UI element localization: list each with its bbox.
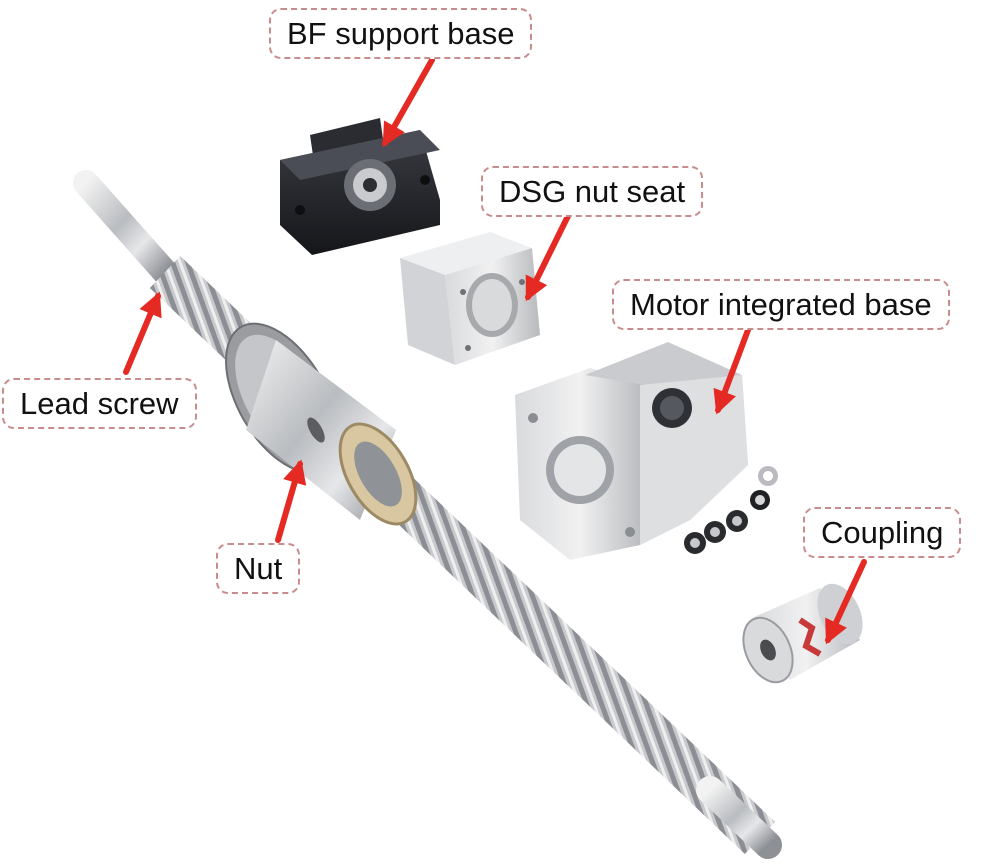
lead-screw-arrow (123, 291, 162, 375)
nut-image (225, 322, 418, 526)
bearings-image (684, 466, 778, 554)
coupling-image (742, 583, 863, 684)
bf-support-base-label: BF support base (269, 8, 533, 59)
motor-integrated-base-image (515, 342, 748, 560)
dsg-nut-seat-arrow (525, 213, 571, 302)
bf-support-base-arrow (382, 57, 435, 148)
dsg-nut-seat-label: DSG nut seat (481, 166, 704, 217)
coupling-arrow (825, 559, 867, 645)
bf-support-base-image (280, 118, 440, 255)
lead-screw-label: Lead screw (2, 378, 197, 429)
dsg-nut-seat-image (400, 232, 540, 365)
nut-label: Nut (216, 543, 301, 594)
coupling-label: Coupling (803, 507, 962, 558)
motor-integrated-base-label: Motor integrated base (612, 279, 950, 330)
nut-arrow (275, 459, 307, 543)
motor-integrated-base-arrow (713, 327, 751, 415)
